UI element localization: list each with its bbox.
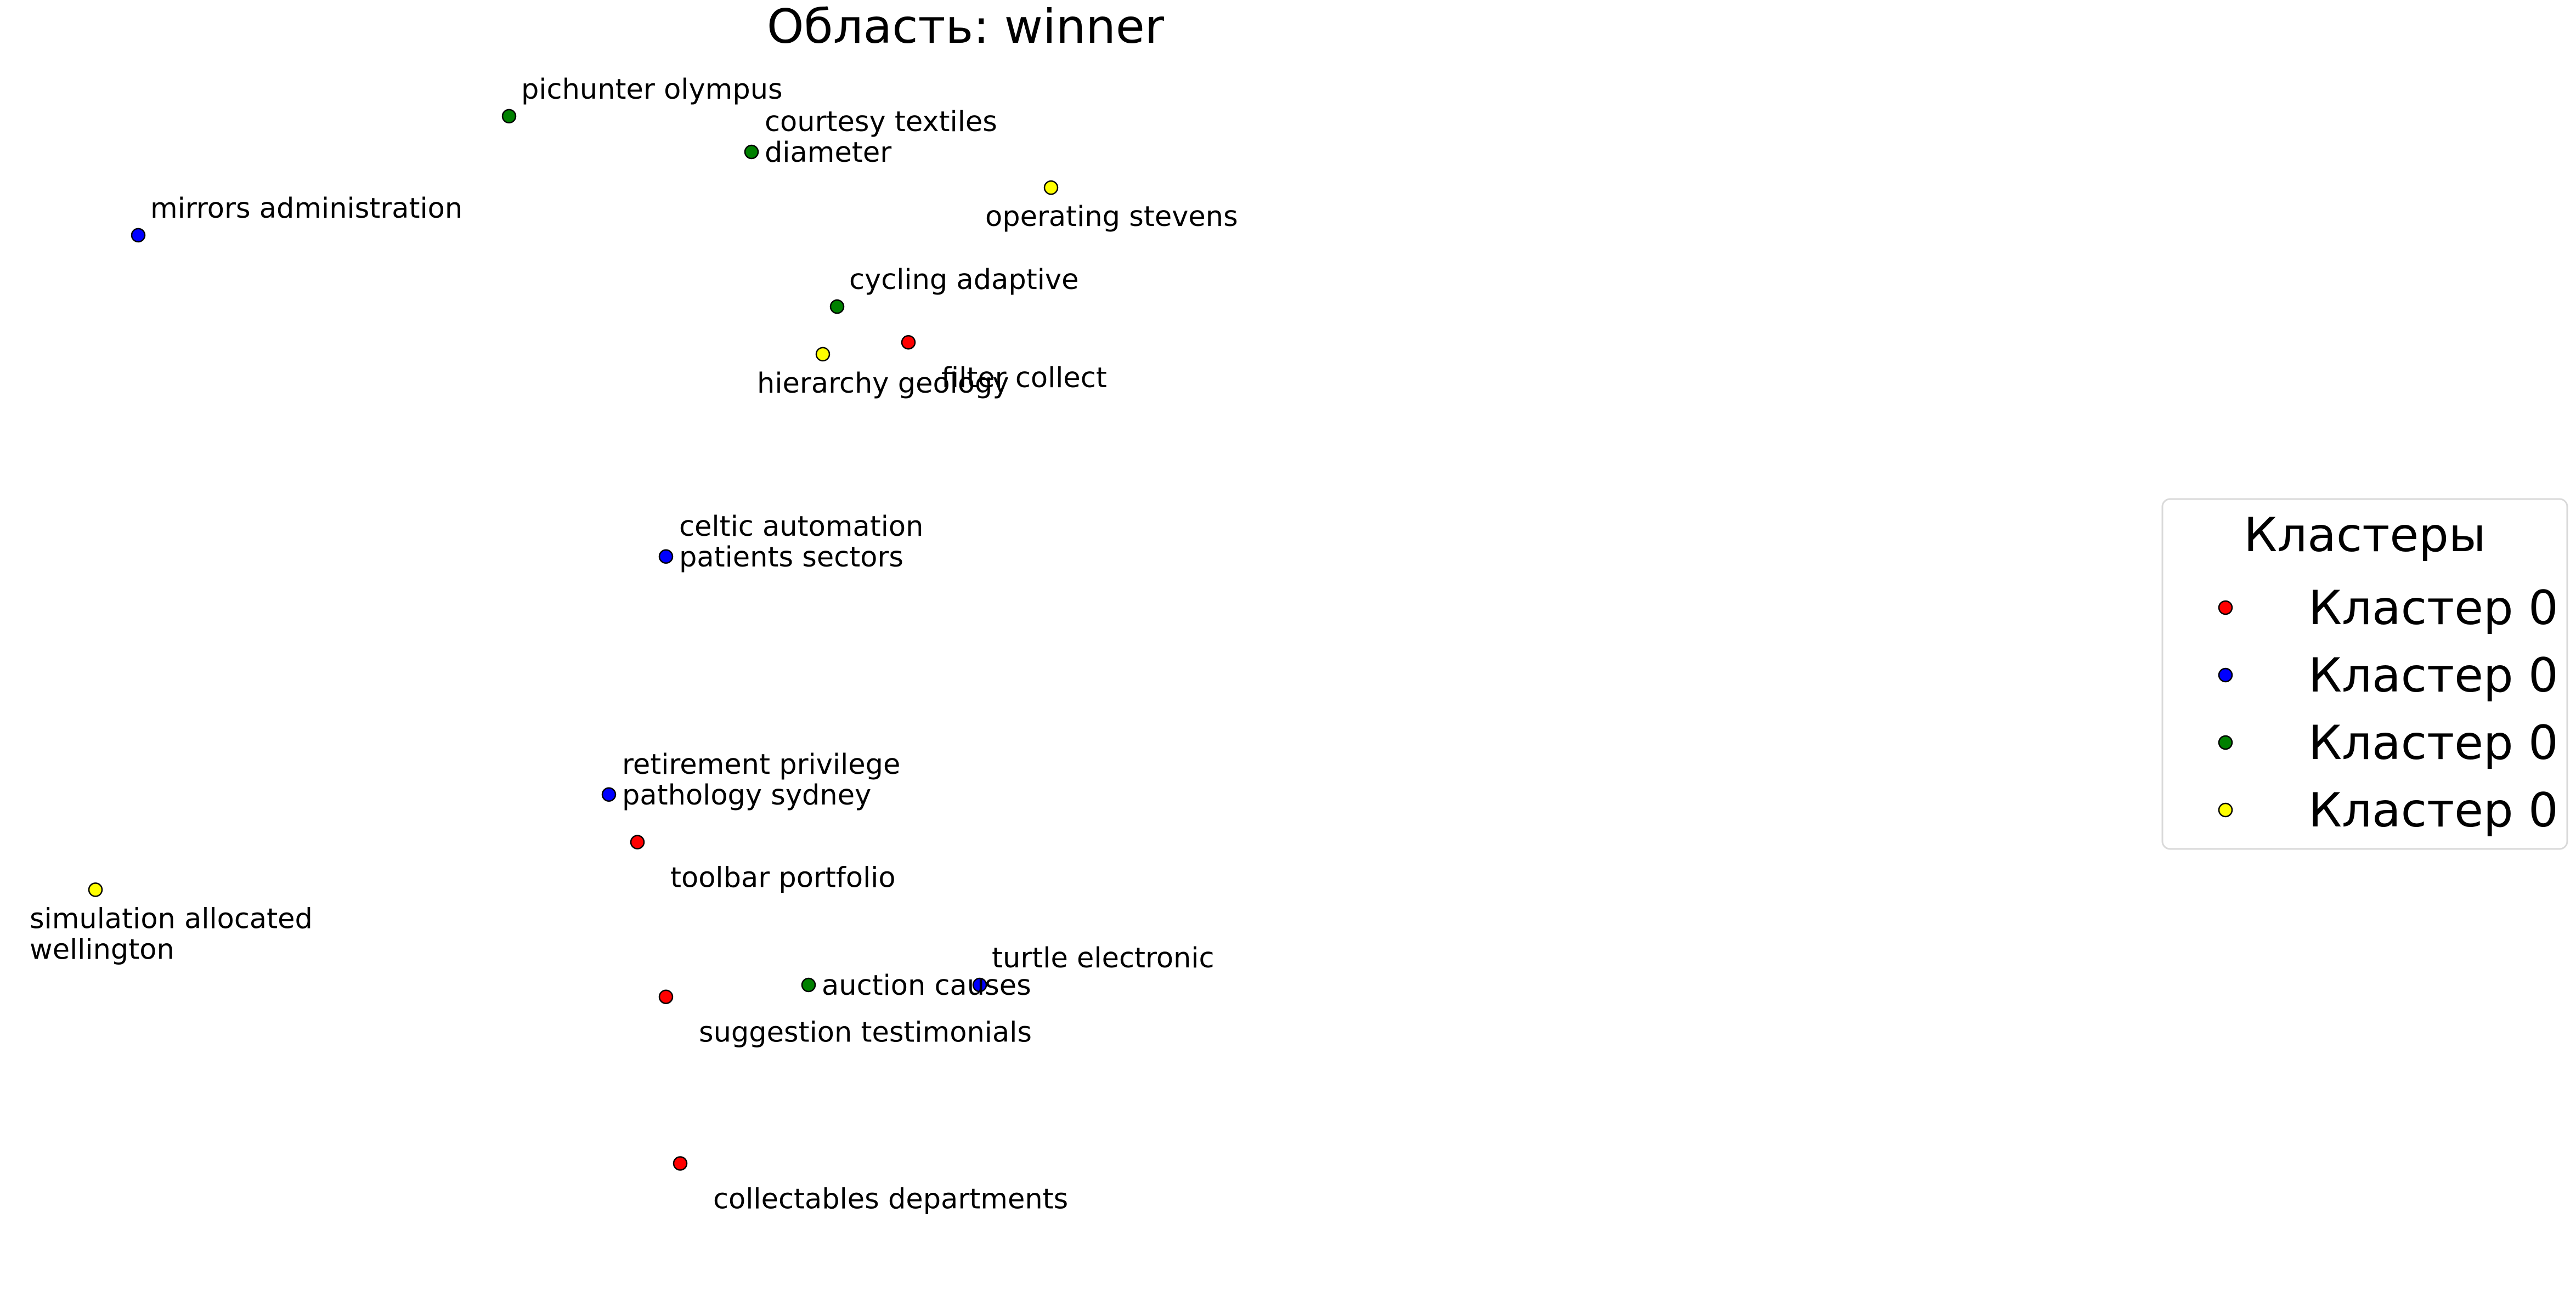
data-point-s1-p0 [131,228,146,243]
legend-label-0: Кластер 0 [2308,581,2558,636]
legend-label-1: Кластер 0 [2308,648,2558,703]
data-point-s1-p2 [601,787,617,802]
data-point-s0-p2 [658,989,674,1004]
point-label-s3-p2-line0: simulation allocated [30,903,313,935]
point-label-s1-p1-line1: patients sectors [679,541,903,574]
data-point-s3-p2 [88,882,103,897]
point-label-s0-p1-line0: toolbar portfolio [670,862,896,894]
point-label-s1-p0-line0: mirrors administration [150,192,462,225]
point-label-s1-p2-line1: pathology sydney [622,779,871,812]
legend-marker-3 [2218,802,2233,818]
data-point-s0-p0 [901,335,916,350]
chart-title: Область: winner [767,0,1165,54]
point-label-s2-p3-line0: auction causes [822,970,1031,1002]
data-point-s0-p3 [673,1156,688,1171]
point-label-s1-p1-line0: celtic automation [679,511,923,543]
data-point-s1-p1 [658,549,674,564]
point-label-s2-p2-line0: cycling adaptive [849,264,1078,296]
data-point-s0-p1 [630,835,645,849]
data-point-s3-p0 [1043,180,1059,195]
data-point-s2-p1 [744,144,759,160]
data-point-s1-p3 [972,977,987,993]
legend-marker-1 [2218,667,2233,683]
point-label-s0-p3-line0: collectables departments [713,1183,1068,1216]
point-label-s1-p2-line0: retirement privilege [622,749,900,781]
point-label-s3-p0-line0: operating stevens [985,201,1238,233]
point-label-s3-p1-line0: hierarchy geology [757,367,1009,400]
legend-entries: Кластер 0 Кластер 0 Кластер 0 Кластер 0 [2218,581,2558,838]
data-point-s2-p0 [501,109,517,124]
point-label-s2-p1-line1: diameter [765,137,891,169]
legend-marker-2 [2218,735,2233,750]
data-point-s2-p2 [829,299,845,314]
points-layer: filter collect toolbar portfolio suggestio… [30,73,1238,1216]
point-label-s0-p2-line0: suggestion testimonials [699,1017,1032,1049]
point-label-s3-p2-line1: wellington [30,933,174,966]
legend-frame [2161,498,2568,850]
point-label-s2-p0-line0: pichunter olympus [521,73,783,106]
legend-title: Кластеры [2244,508,2486,563]
point-label-s0-p0-line0: filter collect [941,362,1107,394]
point-label-s2-p1-line0: courtesy textiles [765,106,997,138]
legend-marker-0 [2218,600,2233,615]
legend-label-3: Кластер 0 [2308,783,2558,838]
point-label-s1-p3-line0: turtle electronic [992,942,1214,975]
data-point-s2-p3 [801,977,816,993]
legend-label-2: Кластер 0 [2308,716,2558,771]
data-point-s3-p1 [815,347,831,362]
